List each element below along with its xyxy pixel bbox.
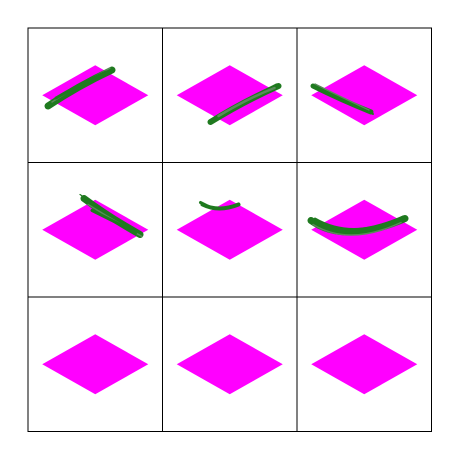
- board-cell: [176, 334, 283, 395]
- board-cell: [42, 65, 149, 126]
- vine-stroke: [49, 67, 115, 109]
- tile: [176, 65, 283, 126]
- grid-lines: [27, 27, 432, 432]
- board-cell: [311, 334, 418, 395]
- vine-stroke: [314, 215, 404, 230]
- tile: [42, 199, 149, 260]
- vine-stroke: [79, 193, 139, 234]
- vine-stroke: [316, 87, 374, 115]
- vine-stroke: [54, 70, 108, 100]
- board-cell: [310, 65, 418, 126]
- tile: [311, 65, 418, 126]
- vine-stroke: [217, 86, 276, 118]
- board-cell: [176, 199, 283, 260]
- board-cell: [42, 334, 149, 395]
- tile: [42, 65, 149, 126]
- tile: [176, 334, 283, 395]
- tile: [311, 334, 418, 395]
- vine-stroke: [307, 215, 409, 236]
- tile: [176, 199, 283, 260]
- cells-layer: [42, 65, 418, 395]
- board-cell: [176, 65, 283, 126]
- board-border: [27, 27, 432, 432]
- vine-stroke: [90, 209, 138, 234]
- vine-stroke: [199, 201, 210, 208]
- tile: [42, 334, 149, 395]
- vine-stroke: [312, 221, 402, 236]
- board-cell: [42, 193, 149, 260]
- board-cell: [307, 199, 418, 260]
- vine-stroke: [314, 83, 370, 111]
